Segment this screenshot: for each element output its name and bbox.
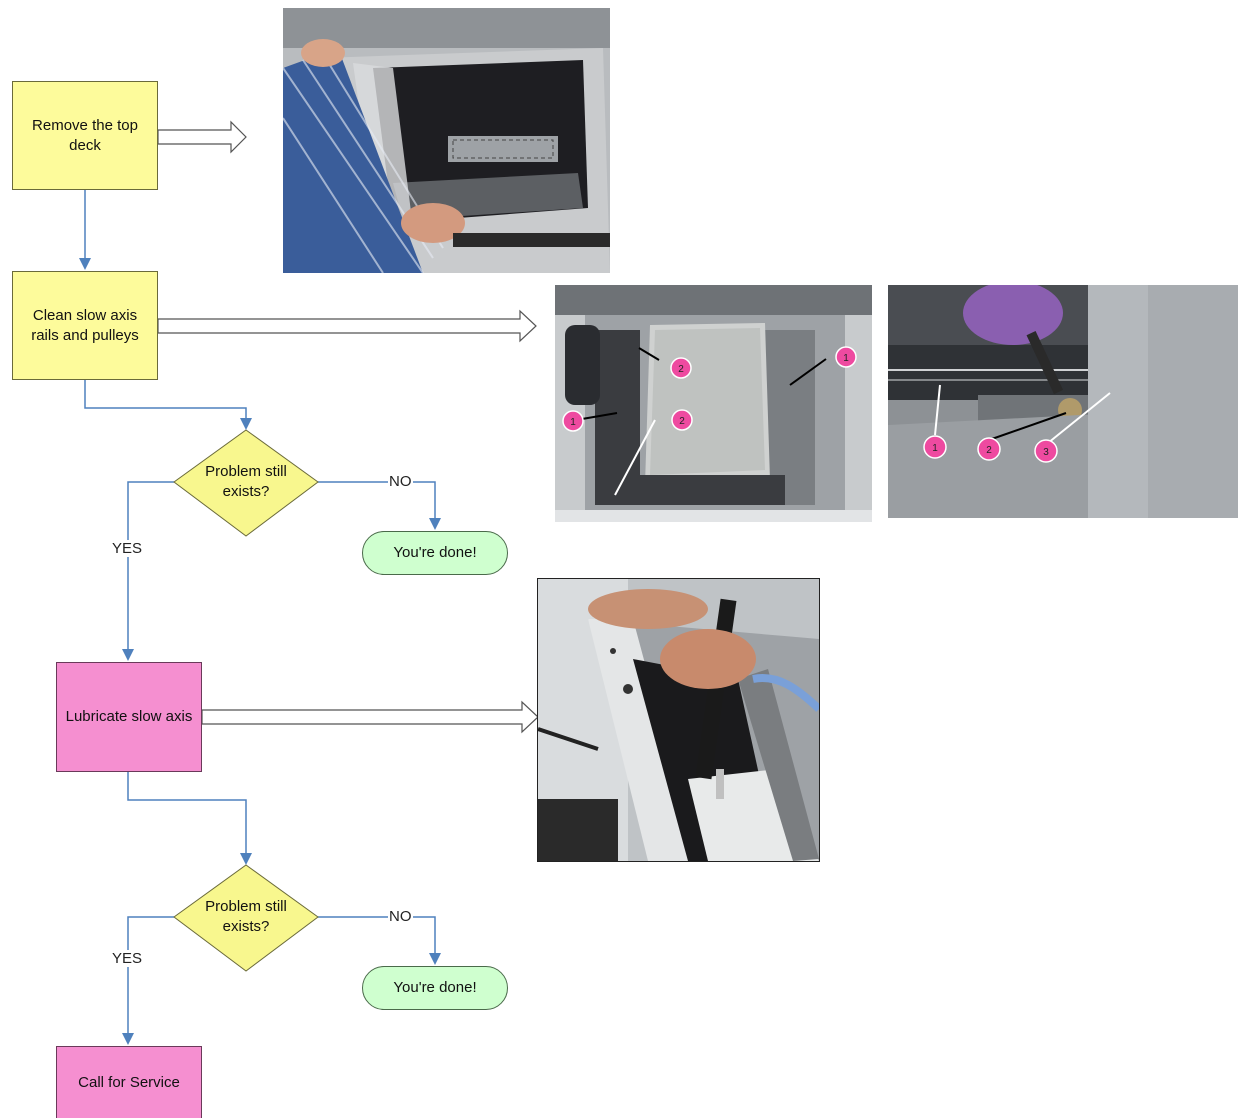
step-call-for-service: Call for Service — [56, 1046, 202, 1118]
step-clean-rails-label: Clean slow axis rails and pulleys — [31, 307, 139, 344]
block-arrow-to-rails-photo — [157, 309, 537, 343]
pulley-callout-1: 1 — [923, 435, 947, 459]
svg-text:1: 1 — [932, 443, 938, 454]
svg-text:2: 2 — [679, 416, 685, 427]
rails-callout-2-middle: 2 — [671, 409, 693, 431]
step-call-service-label: Call for Service — [78, 1073, 180, 1091]
step-lubricate-label: Lubricate slow axis — [65, 708, 193, 726]
rails-callout-1-right: 1 — [835, 346, 857, 368]
svg-text:2: 2 — [678, 364, 684, 375]
step-clean-rails: Clean slow axis rails and pulleys — [12, 271, 158, 380]
svg-text:2: 2 — [986, 445, 992, 456]
connector-decision2-yes — [122, 916, 174, 1045]
svg-text:1: 1 — [570, 417, 576, 428]
step-remove-top-deck: Remove the top deck — [12, 81, 158, 190]
edge-label-no-1: NO — [388, 473, 413, 490]
connector-lubricate-to-decision2 — [127, 772, 252, 865]
svg-text:3: 3 — [1043, 447, 1049, 458]
connector-decision2-no — [318, 916, 441, 965]
edge-label-yes-1: YES — [111, 540, 144, 557]
block-arrow-to-deck-photo — [157, 120, 247, 154]
rails-callout-2-top: 2 — [670, 357, 692, 379]
photo-slow-axis-rails: 2 1 2 1 — [555, 285, 872, 522]
step-remove-top-deck-label: Remove the top deck — [32, 117, 138, 154]
edge-label-yes-2: YES — [111, 950, 144, 967]
rails-callouts: 2 1 2 1 — [562, 346, 857, 432]
block-arrow-to-lubricate-photo — [201, 700, 539, 734]
edge-label-no-2: NO — [388, 908, 413, 925]
rails-callout-1-left: 1 — [562, 410, 584, 432]
decision-diamond-2 — [173, 864, 319, 972]
photo-remove-top-deck — [283, 8, 610, 273]
photo-lubricate-slow-axis — [537, 578, 820, 862]
decision-2-text: Problem still exists? — [205, 898, 287, 935]
terminal-done-1: You're done! — [362, 531, 508, 575]
pulley-callout-3: 3 — [1034, 439, 1058, 463]
photo-pulley-closeup: 1 2 3 — [888, 285, 1238, 518]
terminal-done-1-label: You're done! — [393, 544, 477, 562]
decision-1-text: Problem still exists? — [205, 463, 287, 500]
connector-clean-to-decision1 — [84, 380, 252, 430]
step-lubricate-slow-axis: Lubricate slow axis — [56, 662, 202, 772]
pulley-callouts: 1 2 3 — [923, 435, 1058, 463]
svg-text:1: 1 — [843, 353, 849, 364]
terminal-done-2: You're done! — [362, 966, 508, 1010]
connector-decision1-no — [318, 481, 441, 530]
connector-deck-to-clean — [79, 190, 91, 270]
terminal-done-2-label: You're done! — [393, 979, 477, 997]
pulley-callout-2: 2 — [977, 437, 1001, 461]
decision-diamond-1 — [173, 429, 319, 537]
connector-decision1-yes — [122, 481, 174, 661]
